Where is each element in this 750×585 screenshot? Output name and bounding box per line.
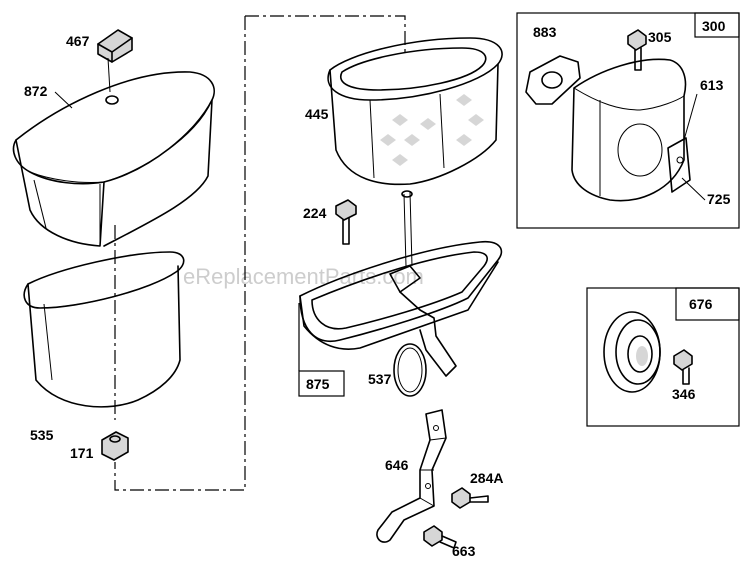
knob-part-467 xyxy=(97,29,133,105)
watermark-text: eReplacementParts.com xyxy=(183,264,424,289)
spark-arrestor-part xyxy=(603,311,693,393)
label-725: 725 xyxy=(707,191,731,207)
label-467: 467 xyxy=(66,33,90,49)
label-535: 535 xyxy=(30,427,54,443)
label-883: 883 xyxy=(533,24,557,40)
label-346: 346 xyxy=(672,386,696,402)
assembly-line-top xyxy=(245,15,406,52)
bracket-part-646 xyxy=(376,409,447,543)
label-537: 537 xyxy=(368,371,392,387)
tag-box-300 xyxy=(694,12,740,38)
muffler-part xyxy=(525,29,691,202)
screw-part-224 xyxy=(335,199,357,245)
label-663: 663 xyxy=(452,543,476,559)
label-300: 300 xyxy=(702,18,726,34)
label-875: 875 xyxy=(306,376,330,392)
screw-part-284a xyxy=(451,487,489,509)
screw-part-663 xyxy=(423,525,457,549)
label-171: 171 xyxy=(70,445,94,461)
tag-box-676 xyxy=(675,287,740,321)
leader-872 xyxy=(54,91,73,109)
label-676: 676 xyxy=(689,296,713,312)
label-305: 305 xyxy=(648,29,672,45)
label-872: 872 xyxy=(24,83,48,99)
base-part-875 xyxy=(298,190,503,397)
label-224: 224 xyxy=(303,205,327,221)
label-284a: 284A xyxy=(470,470,503,486)
assembly-line-left xyxy=(114,16,246,491)
leader-613 xyxy=(683,93,698,141)
frame-676 xyxy=(586,287,740,427)
frame-300 xyxy=(516,12,740,229)
label-613: 613 xyxy=(700,77,724,93)
nut-part-171 xyxy=(101,431,129,461)
cover-part-872 xyxy=(12,71,215,247)
leader-725 xyxy=(681,177,706,201)
air-filter-part-445 xyxy=(327,37,503,186)
precleaner-part-535 xyxy=(23,251,185,408)
label-646: 646 xyxy=(385,457,409,473)
label-445: 445 xyxy=(305,106,329,122)
